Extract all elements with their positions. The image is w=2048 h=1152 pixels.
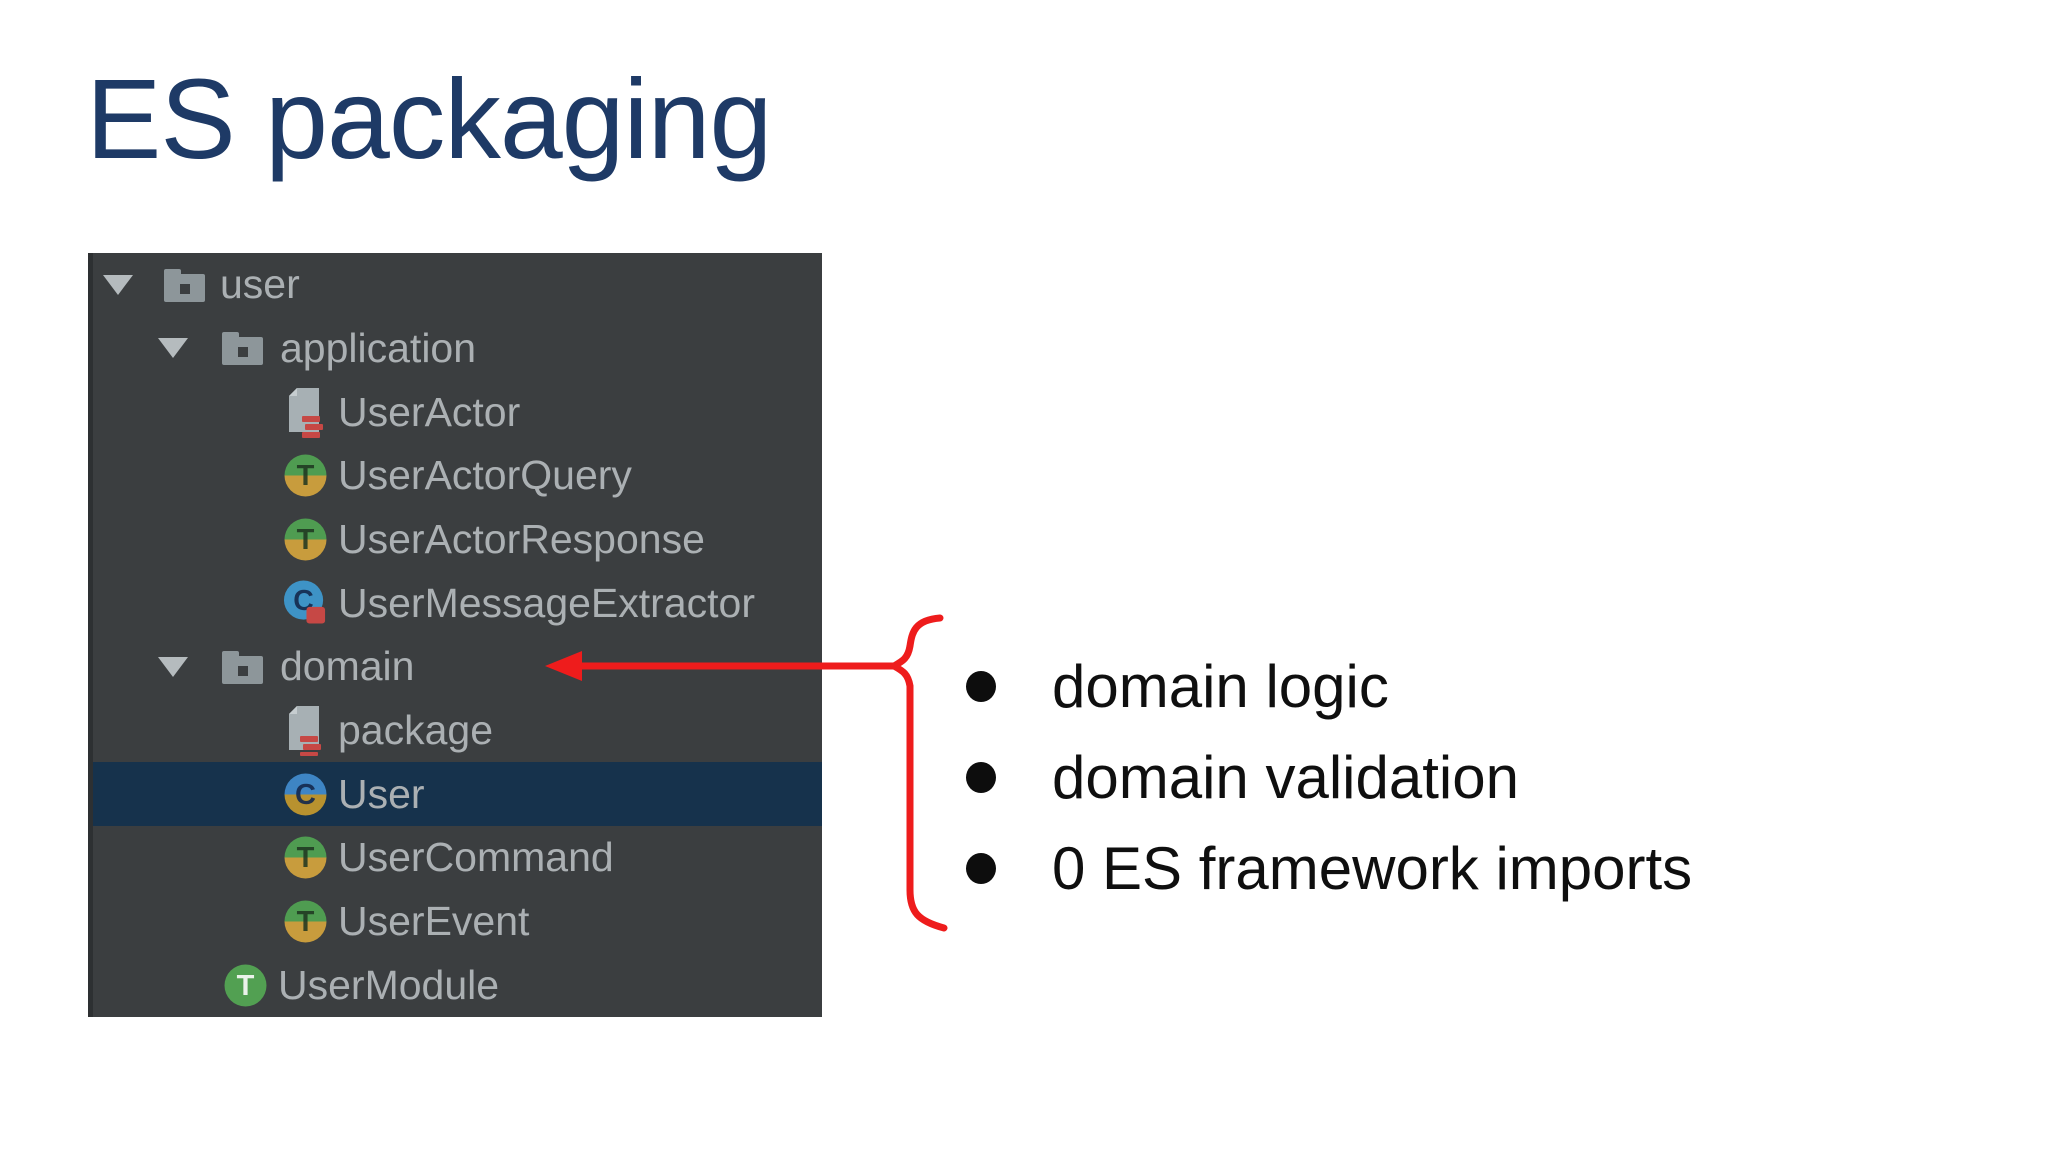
project-tree-panel: user application UserActor — [88, 253, 822, 1017]
list-item: 0 ES framework imports — [966, 823, 1692, 914]
curly-brace — [886, 614, 948, 932]
tree-item-label: User — [338, 770, 425, 817]
svg-text:T: T — [297, 906, 315, 938]
tree-item-label: UserMessageExtractor — [338, 579, 755, 626]
bullet-dot-icon — [966, 671, 996, 702]
svg-text:T: T — [297, 524, 315, 556]
expand-triangle-icon[interactable] — [158, 338, 188, 359]
trait-object-icon: T — [283, 896, 328, 946]
trait-object-icon: T — [283, 833, 328, 883]
trait-object-icon: T — [283, 514, 328, 564]
folder-icon — [220, 642, 265, 692]
bullet-list: domain logic domain validation 0 ES fram… — [966, 641, 1692, 914]
trait-icon: T — [223, 960, 268, 1010]
svg-text:T: T — [237, 970, 255, 1002]
bullet-text: 0 ES framework imports — [1052, 835, 1693, 902]
tree-item-user[interactable]: user — [93, 253, 822, 317]
bullet-dot-icon — [966, 853, 996, 884]
tree-item-usermodule[interactable]: T UserModule — [93, 953, 822, 1017]
expand-triangle-icon[interactable] — [158, 656, 188, 677]
folder-icon — [162, 260, 207, 310]
tree-item-domain[interactable]: domain — [93, 635, 822, 699]
class-object-icon: C — [283, 769, 328, 819]
bullet-text: domain validation — [1052, 744, 1519, 811]
tree-item-user-class[interactable]: C User — [93, 762, 822, 826]
tree-item-useractorresponse[interactable]: T UserActorResponse — [93, 508, 822, 572]
scala-file-icon — [283, 705, 328, 757]
tree-item-application[interactable]: application — [93, 317, 822, 381]
tree-item-userevent[interactable]: T UserEvent — [93, 890, 822, 954]
bullet-text: domain logic — [1052, 653, 1389, 720]
tree-item-useractor[interactable]: UserActor — [93, 380, 822, 444]
tree-item-label: UserEvent — [338, 897, 530, 944]
svg-text:T: T — [297, 842, 315, 874]
expand-triangle-icon[interactable] — [103, 274, 133, 295]
svg-text:T: T — [297, 460, 315, 492]
page-title: ES packaging — [86, 56, 772, 182]
tree-item-label: user — [220, 261, 300, 308]
tree-item-useractorquery[interactable]: T UserActorQuery — [93, 444, 822, 508]
tree-item-package[interactable]: package — [93, 699, 822, 763]
tree-item-label: UserCommand — [338, 834, 614, 881]
tree-item-label: application — [280, 324, 477, 371]
tree-item-label: UserModule — [278, 961, 500, 1008]
tree-item-label: UserActor — [338, 388, 521, 435]
tree-item-usermessageextractor[interactable]: C UserMessageExtractor — [93, 571, 822, 635]
tree-item-label: UserActorResponse — [338, 515, 705, 562]
tree-item-label: domain — [280, 643, 415, 690]
trait-object-icon: T — [283, 451, 328, 501]
class-companion-icon: C — [283, 578, 328, 628]
list-item: domain validation — [966, 732, 1692, 823]
svg-text:C: C — [295, 779, 316, 811]
list-item: domain logic — [966, 641, 1692, 732]
scala-file-icon — [283, 387, 328, 439]
tree-item-label: UserActorQuery — [338, 452, 632, 499]
tree-item-label: package — [338, 706, 494, 753]
tree-item-usercommand[interactable]: T UserCommand — [93, 826, 822, 890]
folder-icon — [220, 323, 265, 373]
bullet-dot-icon — [966, 762, 996, 793]
